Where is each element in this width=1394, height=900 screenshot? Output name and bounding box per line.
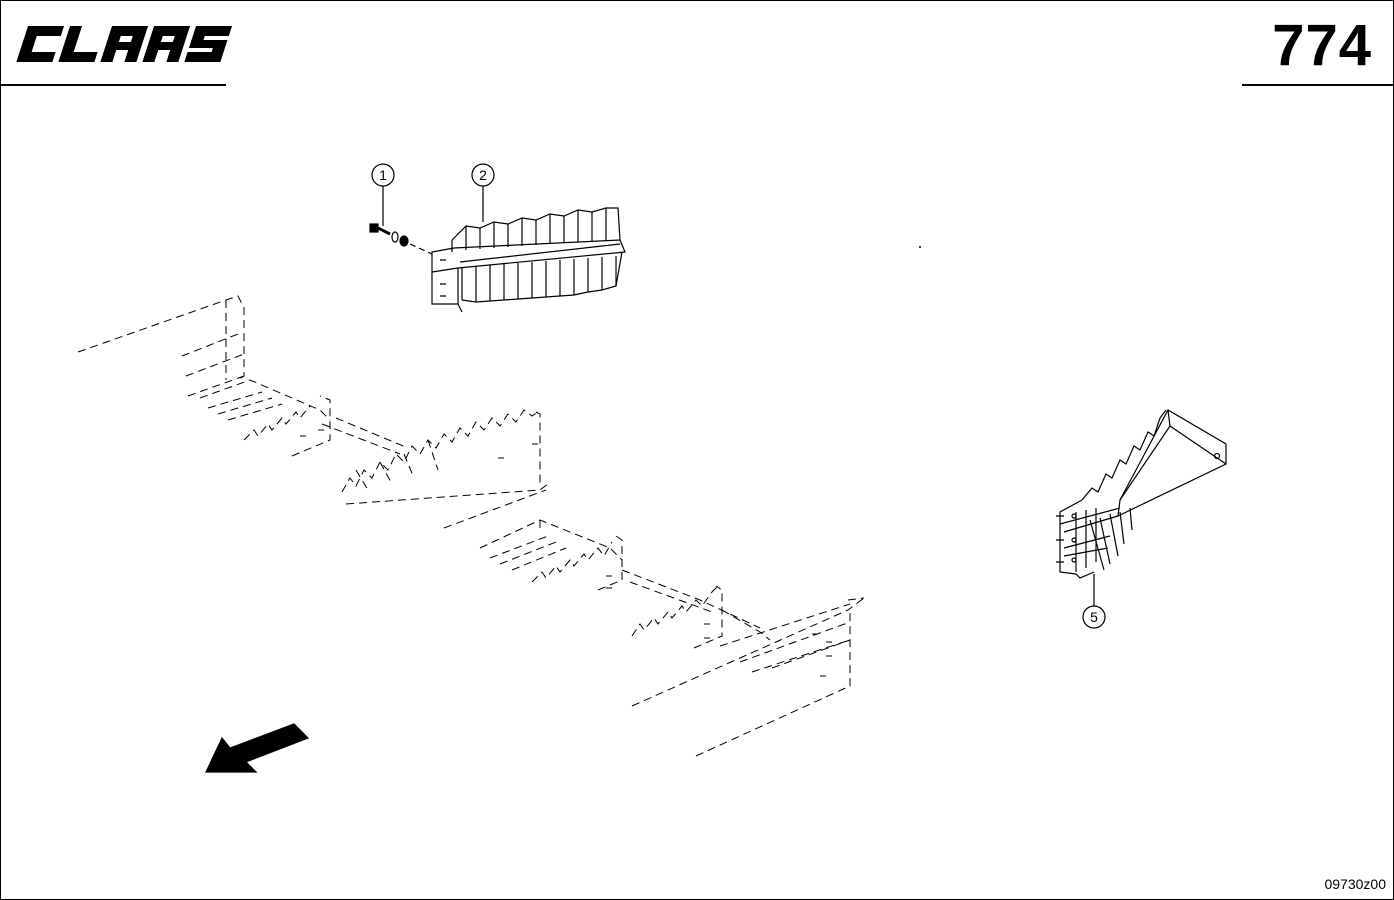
header-rule-left (0, 84, 226, 86)
cutter-bar-part-2 (431, 207, 626, 313)
bolt-assembly (369, 223, 433, 255)
callout-5: 5 (1082, 574, 1106, 629)
callout-2: 2 (471, 163, 495, 222)
claas-logo (16, 26, 233, 62)
callout-1-label: 1 (379, 167, 387, 183)
side-bracket-part-5 (1056, 409, 1227, 579)
header-rule-right (1242, 84, 1394, 86)
direction-arrow-icon (205, 723, 310, 773)
page-number: 774 (1272, 13, 1372, 78)
header-frame-outline (77, 295, 865, 757)
callout-1: 1 (371, 163, 395, 226)
callout-2-label: 2 (479, 167, 487, 183)
drawing-code: 09730z00 (1324, 876, 1386, 892)
callout-5-label: 5 (1090, 609, 1098, 625)
